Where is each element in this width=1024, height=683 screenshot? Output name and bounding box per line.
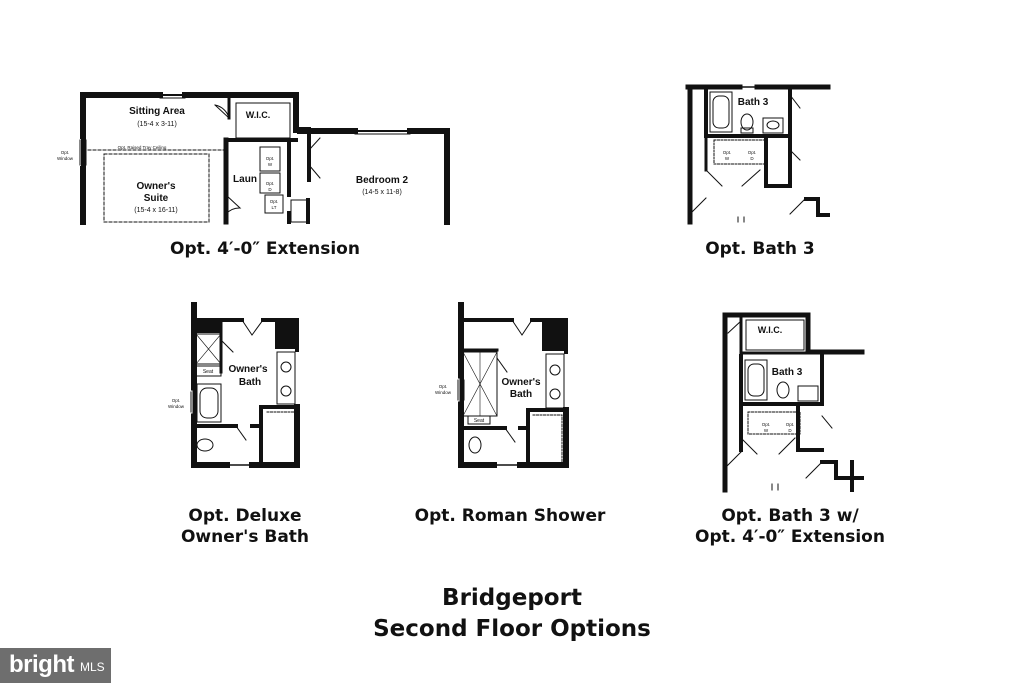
bedroom2-label: Bedroom 2 xyxy=(356,175,409,186)
caption-roman-shower: Opt. Roman Shower xyxy=(414,506,606,526)
deluxe-bath-labels: Owner's Bath Seat Opt. Window xyxy=(168,364,268,409)
sitting-area-label: Sitting Area xyxy=(129,106,185,117)
caption-extension: Opt. 4′-0″ Extension xyxy=(170,239,360,259)
window-label-2: Window xyxy=(57,156,74,161)
bath3-plan xyxy=(685,84,831,225)
roman-window-2: Window xyxy=(435,390,452,395)
sheet-title-line1: Bridgeport xyxy=(442,585,582,611)
bath3-ext-wic-label: W.I.C. xyxy=(758,325,783,335)
opt-d-label-1: Opt. xyxy=(266,181,275,186)
bath3-ext-opt-d-2: D xyxy=(788,428,792,433)
owner-suite-dim: (15-4 x 16-11) xyxy=(134,207,177,214)
bath3-opt-d-2: D xyxy=(750,156,754,161)
bath3-ext-opt-w-2: W xyxy=(764,428,769,433)
roman-shower-plan xyxy=(456,302,569,468)
caption-deluxe-line2: Owner's Bath xyxy=(180,527,310,547)
watermark-suffix: MLS xyxy=(80,660,105,674)
mls-watermark-badge: bright MLS xyxy=(0,648,111,683)
wic-label: W.I.C. xyxy=(246,110,271,120)
roman-owners-bath-2: Bath xyxy=(510,389,532,400)
deluxe-window-1: Opt. xyxy=(172,398,181,403)
watermark-brand: bright xyxy=(9,651,74,678)
extension-plan-labels: Sitting Area (15-4 x 3-11) W.I.C. Opt. R… xyxy=(57,106,409,214)
roman-owners-bath-1: Owner's xyxy=(501,377,540,388)
roman-seat-label: Seat xyxy=(474,418,485,424)
deluxe-owners-bath-1: Owner's xyxy=(228,364,267,375)
opt-lt-label-2: LT xyxy=(272,205,277,210)
deluxe-bath-plan xyxy=(189,302,300,468)
laundry-label: Laun xyxy=(233,174,257,185)
caption-bath3-ext-line1: Opt. Bath 3 w/ xyxy=(721,506,859,526)
opt-w-label-2: W xyxy=(268,162,273,167)
bath3-ext-opt-d-1: Opt. xyxy=(786,422,795,427)
window-label-1: Opt. xyxy=(61,150,70,155)
bath3-extension-labels: W.I.C. Bath 3 Opt. W Opt. D xyxy=(758,325,803,433)
bath3-label: Bath 3 xyxy=(738,97,769,108)
opt-w-label-1: Opt. xyxy=(266,156,275,161)
sheet-title-line2: Second Floor Options xyxy=(373,616,651,642)
caption-bath3-ext-line2: Opt. 4′-0″ Extension xyxy=(695,527,885,547)
bath3-ext-bath3-label: Bath 3 xyxy=(772,367,803,378)
deluxe-window-2: Window xyxy=(168,404,185,409)
roman-window-1: Opt. xyxy=(439,384,448,389)
deluxe-owners-bath-2: Bath xyxy=(239,377,261,388)
opt-d-label-2: D xyxy=(268,187,272,192)
deluxe-seat-label: Seat xyxy=(203,369,214,375)
bath3-plan-labels: Bath 3 Opt. W Opt. D xyxy=(723,97,769,161)
bath3-opt-d-1: Opt. xyxy=(748,150,757,155)
roman-shower-labels: Owner's Bath Seat Opt. Window xyxy=(435,377,541,424)
caption-bath3: Opt. Bath 3 xyxy=(705,239,815,259)
extension-plan xyxy=(79,92,450,225)
caption-deluxe-line1: Opt. Deluxe xyxy=(188,506,302,526)
bath3-opt-w-1: Opt. xyxy=(723,150,732,155)
sitting-area-dim: (15-4 x 3-11) xyxy=(137,121,177,128)
opt-lt-label-1: Opt. xyxy=(270,199,279,204)
bath3-ext-opt-w-1: Opt. xyxy=(762,422,771,427)
bedroom2-dim: (14-5 x 11-8) xyxy=(362,189,402,196)
bath3-opt-w-2: W xyxy=(725,156,730,161)
bath3-extension-plan xyxy=(722,312,865,493)
tray-ceiling-label: Opt. Raised Tray Ceiling xyxy=(118,145,167,150)
owner-suite-label-2: Suite xyxy=(144,193,169,204)
owner-suite-label-1: Owner's xyxy=(136,181,175,192)
